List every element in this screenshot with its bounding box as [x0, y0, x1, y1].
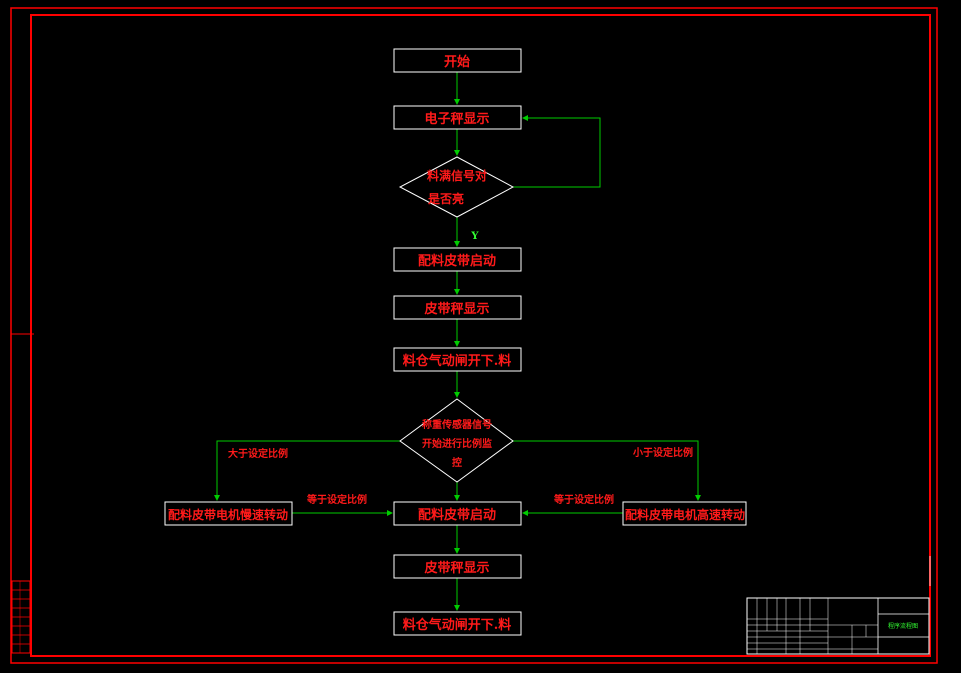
connectors: [214, 72, 701, 611]
node-belt-scale-display-2-label: 皮带秤显示: [423, 560, 489, 576]
node-scale-display-1: 电子秤显示: [393, 105, 522, 130]
node-decision-1-line1: 料满信号对: [427, 168, 487, 183]
node-scale-display-1-label: 电子秤显示: [424, 111, 489, 127]
node-decision-2: 称重传感器信号 开始进行比例监 控: [399, 398, 514, 483]
title-block: 程序流程图: [746, 597, 930, 655]
node-belt-scale-display-2: 皮带秤显示: [393, 554, 522, 579]
edge-label-greater: 大于设定比例: [228, 447, 288, 460]
node-decision-2-line2: 开始进行比例监: [422, 437, 492, 450]
node-belt-scale-display-1: 皮带秤显示: [393, 295, 522, 320]
node-start-label: 开始: [444, 54, 470, 70]
left-margin-table: [11, 580, 31, 654]
node-start: 开始: [393, 48, 522, 73]
node-belt-start-2: 配料皮带启动: [393, 501, 522, 526]
node-motor-slow: 配料皮带电机慢速转动: [164, 501, 293, 526]
node-belt-start-2-label: 配料皮带启动: [418, 507, 496, 523]
arrow-decision-2-to-fast: [513, 440, 701, 501]
node-belt-start-1-label: 配料皮带启动: [418, 253, 496, 269]
node-bin-gate-2-label: 料仓气动闸开下.料: [403, 617, 512, 633]
edge-label-equal-left: 等于设定比例: [307, 493, 367, 506]
arrow-decision-1-loop: [513, 115, 601, 188]
node-bin-gate-2: 料仓气动闸开下.料: [393, 611, 522, 636]
node-bin-gate-1: 料仓气动闸开下.料: [393, 347, 522, 372]
title-block-drawing-name: 程序流程图: [888, 622, 918, 630]
node-decision-2-line1: 称重传感器信号: [422, 418, 492, 431]
node-motor-slow-label: 配料皮带电机慢速转动: [168, 507, 288, 522]
edge-label-yes: Y: [470, 231, 479, 242]
node-belt-start-1: 配料皮带启动: [393, 247, 522, 272]
drawing-frame: [10, 7, 938, 664]
node-decision-2-line3: 控: [452, 456, 462, 469]
edge-label-less: 小于设定比例: [632, 446, 693, 459]
node-motor-fast-label: 配料皮带电机高速转动: [625, 507, 745, 522]
node-decision-1: 料满信号对 是否亮: [398, 156, 515, 218]
node-bin-gate-1-label: 料仓气动闸开下.料: [403, 353, 512, 369]
node-decision-1-line2: 是否亮: [427, 191, 464, 206]
edge-label-equal-right: 等于设定比例: [554, 493, 614, 506]
arrow-decision-2-to-slow: [214, 440, 400, 501]
node-belt-scale-display-1-label: 皮带秤显示: [423, 301, 489, 317]
node-motor-fast: 配料皮带电机高速转动: [622, 501, 747, 526]
